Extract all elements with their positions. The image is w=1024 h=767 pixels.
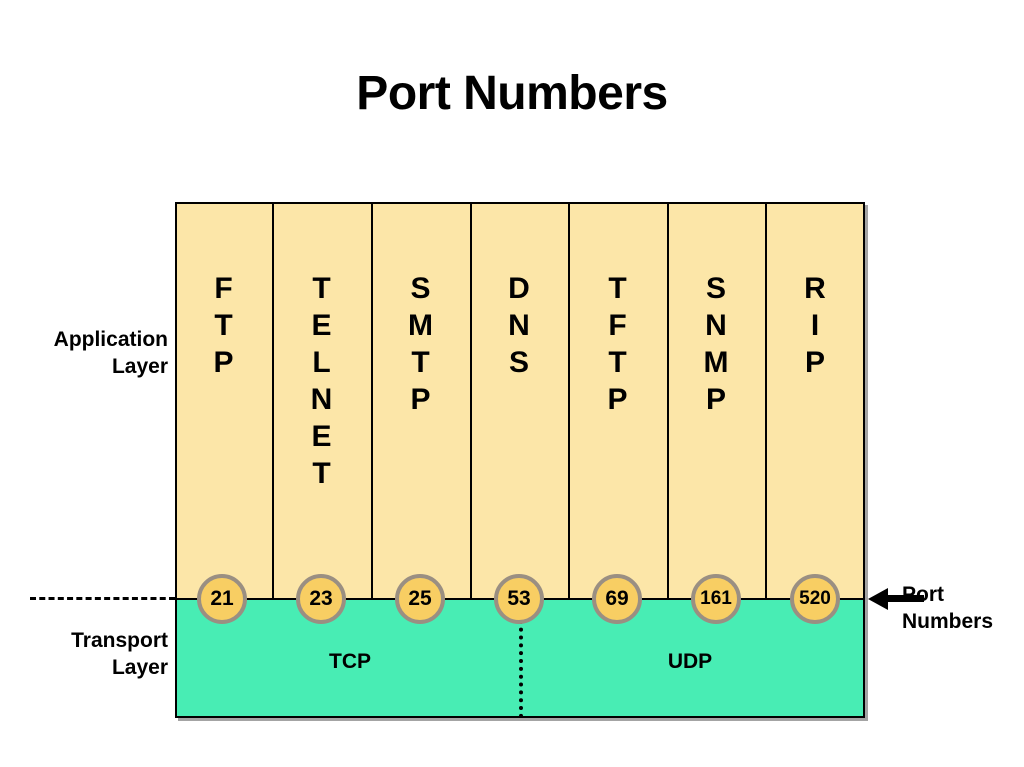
protocol-letter: P [607,383,628,416]
protocol-letter: P [213,346,234,379]
port-numbers-annotation-line2: Numbers [902,610,994,633]
protocol-letter: P [410,383,431,416]
port-numbers-annotation-line1: Port [902,583,944,606]
protocol-column-ftp: F T P [175,202,272,599]
arrow-head [868,588,888,610]
protocol-letter: N [508,309,530,342]
protocol-letter: R [804,272,826,305]
protocol-letter: F [608,309,627,342]
port-circle-telnet[interactable]: 23 [296,574,346,624]
column-separator [667,202,669,599]
protocol-letter: F [214,272,233,305]
protocol-letter: M [703,346,729,379]
application-layer-label: Application Layer [0,326,168,380]
port-numbers-annotation: Port Numbers [902,581,1022,635]
protocol-column-telnet: T E L N E T [272,202,371,599]
protocol-letter: T [312,457,331,490]
protocol-letter: I [810,309,820,342]
port-circle-ftp[interactable]: 21 [197,574,247,624]
application-layer-label-line1: Application [53,328,168,351]
protocol-column-snmp: S N M P [667,202,765,599]
transport-layer-label: Transport Layer [0,627,168,681]
protocol-letter: S [508,346,529,379]
application-layer-label-line2: Layer [111,355,168,378]
protocol-letter: D [508,272,530,305]
port-circle-smtp[interactable]: 25 [395,574,445,624]
protocol-letter: T [608,272,627,305]
tcp-udp-separator [519,612,523,718]
protocol-letter: T [214,309,233,342]
arrow-shaft [886,595,924,602]
protocol-letter: P [705,383,726,416]
protocol-column-smtp: S M T P [371,202,470,599]
port-circle-snmp[interactable]: 161 [691,574,741,624]
port-circle-rip[interactable]: 520 [790,574,840,624]
udp-label: UDP [667,650,713,673]
protocol-letter: E [311,420,332,453]
port-circle-dns[interactable]: 53 [494,574,544,624]
protocol-letter: T [312,272,331,305]
transport-layer-label-line1: Transport [71,629,168,652]
port-circle-tftp[interactable]: 69 [592,574,642,624]
protocol-letter: M [408,309,433,342]
column-separator [765,202,767,599]
protocol-letter: N [705,309,727,342]
protocol-letter: T [608,346,627,379]
protocol-letter: P [804,346,825,379]
column-separator [568,202,570,599]
protocol-letter: N [310,383,333,416]
protocol-letter: S [705,272,726,305]
tcp-label: TCP [329,650,371,673]
column-separator [371,202,373,599]
application-layer-band [175,202,865,599]
layer-boundary-dashed-line [30,597,175,600]
page-title: Port Numbers [356,67,668,120]
column-separator [470,202,472,599]
protocol-column-rip: R I P [765,202,865,599]
protocol-letter: T [411,346,430,379]
column-separator [272,202,274,599]
protocol-column-dns: D N S [470,202,568,599]
protocol-letter: E [311,309,332,342]
transport-layer-label-line2: Layer [111,656,168,679]
protocol-column-tftp: T F T P [568,202,667,599]
protocol-letter: S [410,272,431,305]
port-numbers-arrow-icon [868,588,924,610]
protocol-letter: L [312,346,331,379]
